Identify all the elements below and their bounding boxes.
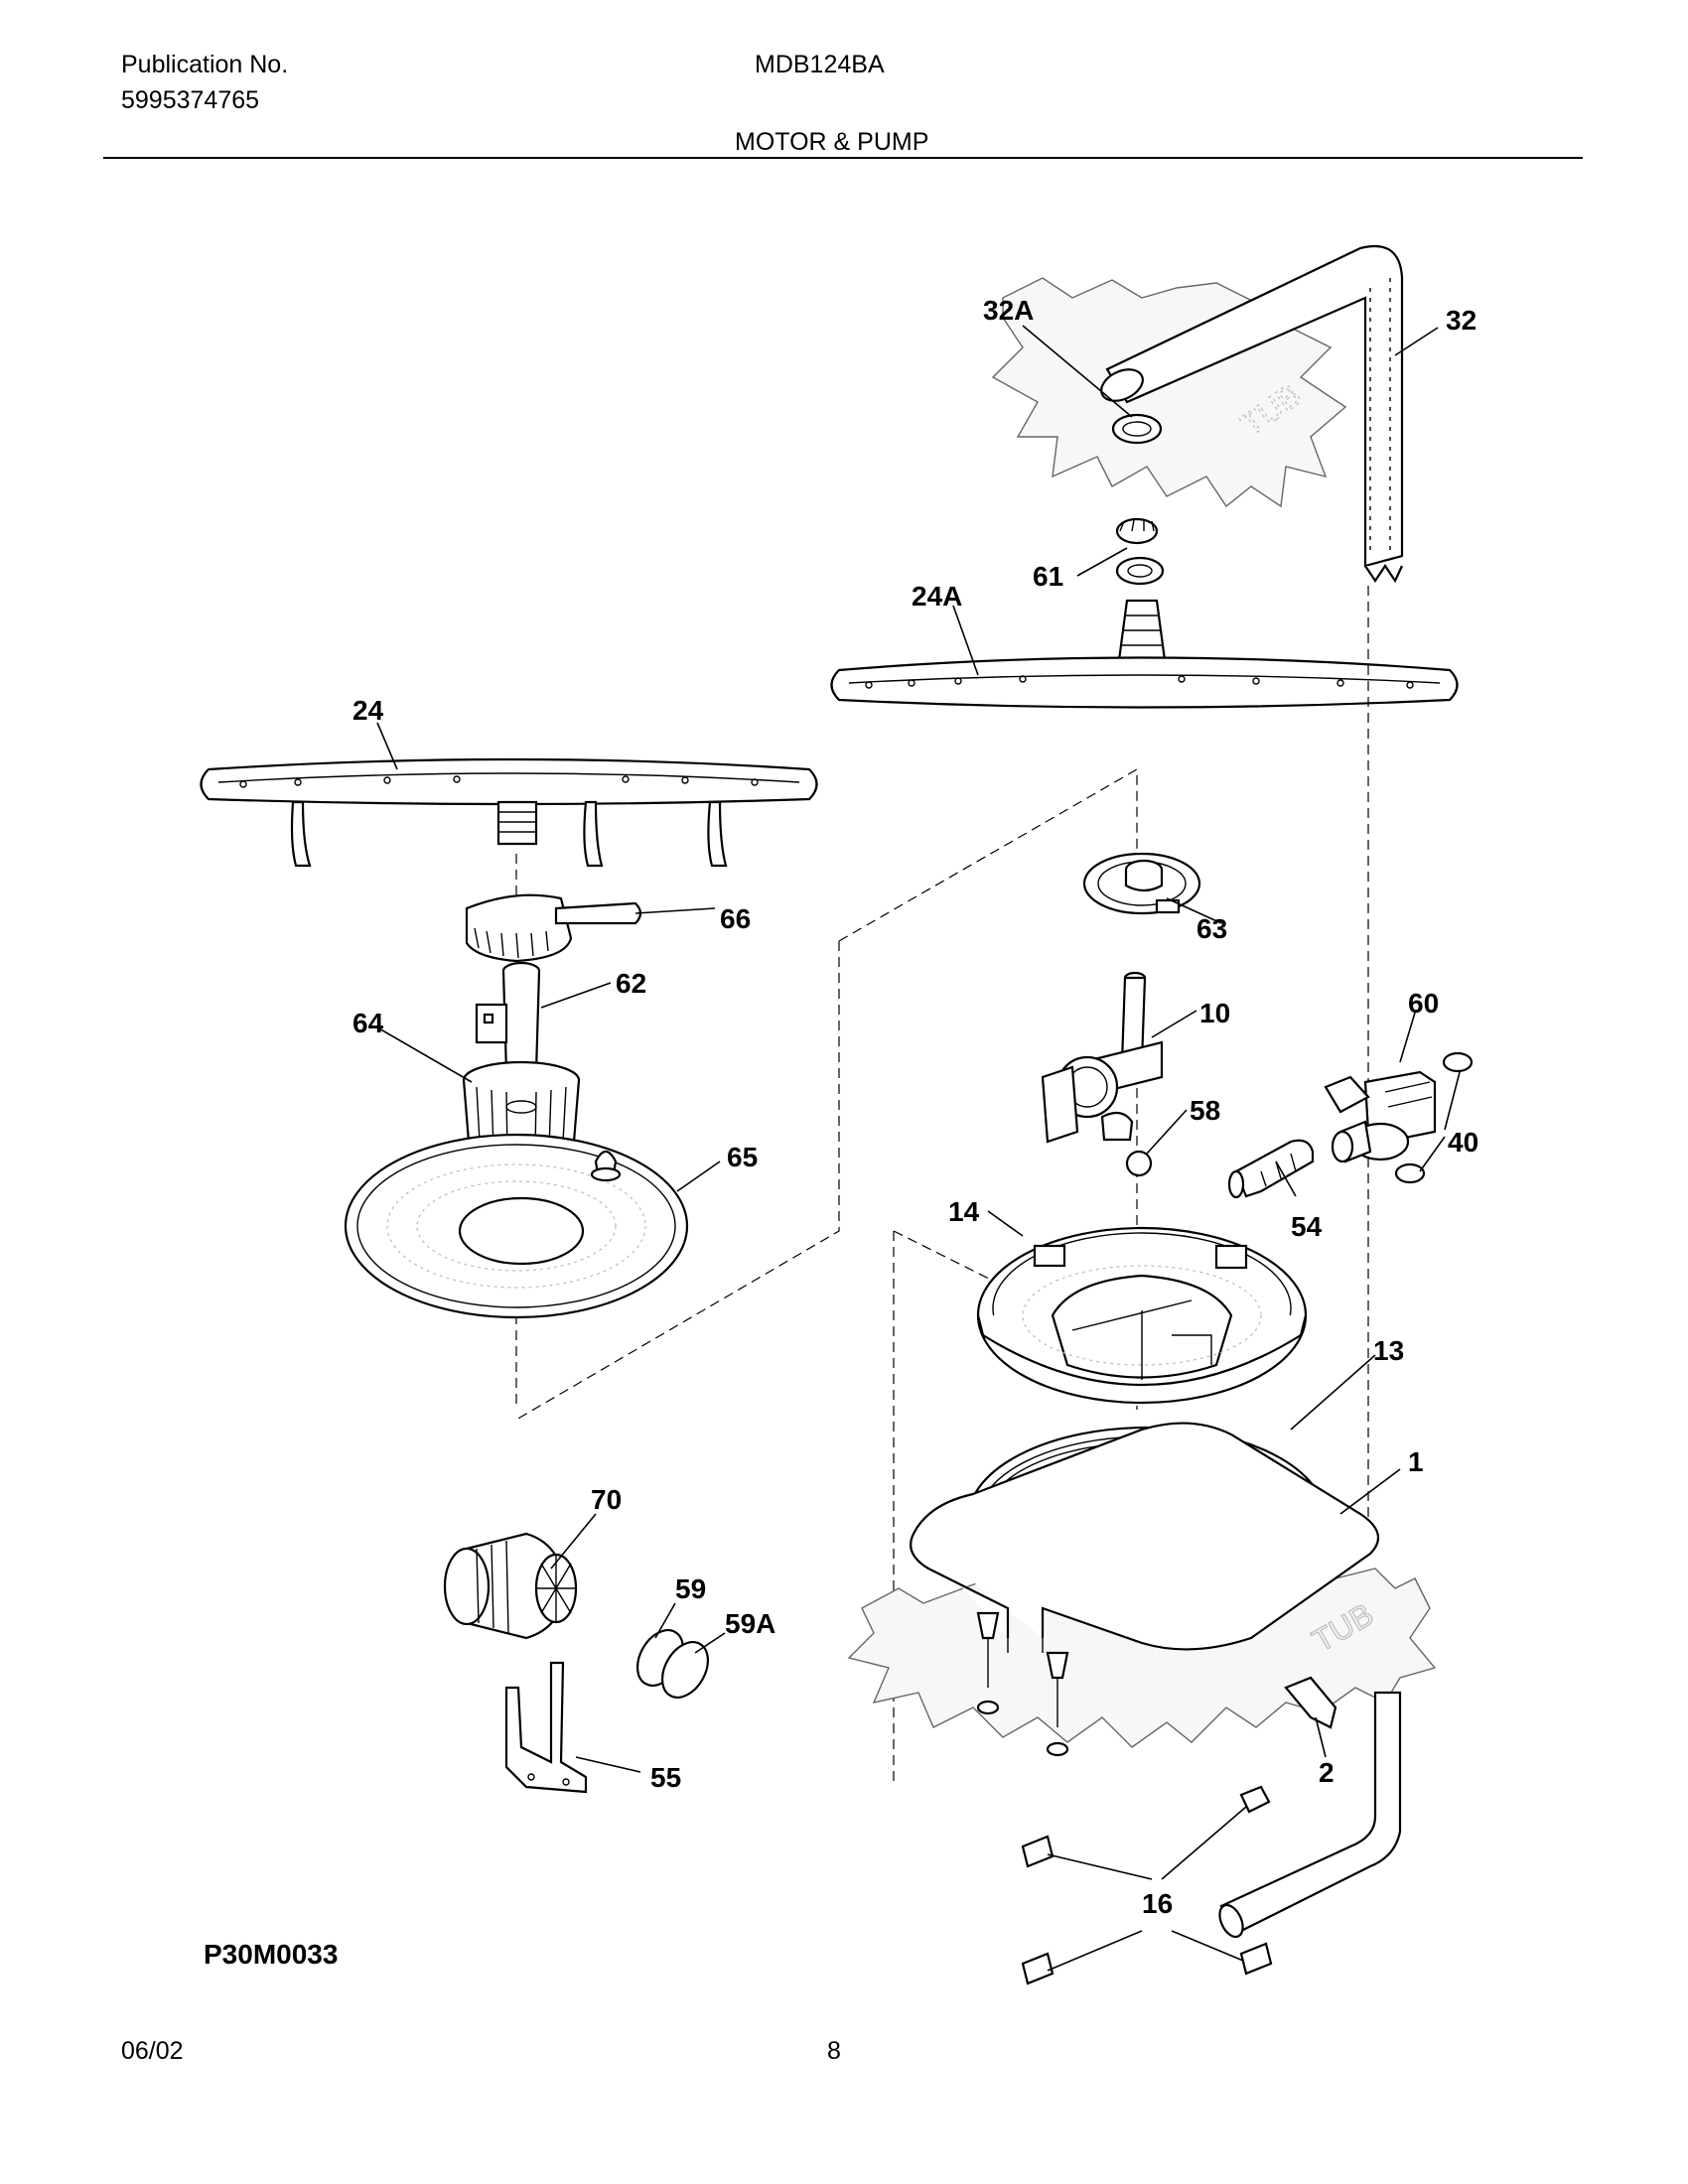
callout-40: 40 bbox=[1448, 1127, 1478, 1158]
footer-page-number: 8 bbox=[827, 2037, 841, 2065]
part-60-drain-pump bbox=[1324, 1070, 1437, 1163]
assembly-line-right bbox=[893, 586, 1369, 1787]
part-62-tube bbox=[475, 961, 541, 1074]
callout-24A: 24A bbox=[912, 581, 962, 612]
callout-labels: 32A 32 61 24A 24 66 63 62 64 10 60 58 40… bbox=[352, 295, 1478, 1919]
callout-32: 32 bbox=[1446, 305, 1477, 336]
figure-id: P30M0033 bbox=[204, 1939, 338, 1970]
part-55-bracket bbox=[504, 1661, 588, 1794]
callout-58: 58 bbox=[1190, 1095, 1220, 1126]
callout-10: 10 bbox=[1199, 998, 1230, 1028]
model-number: MDB124BA bbox=[755, 51, 885, 78]
part-63-cover bbox=[1082, 852, 1201, 915]
callout-60: 60 bbox=[1408, 988, 1439, 1019]
part-32-hose bbox=[1100, 244, 1404, 584]
part-70-motor bbox=[443, 1532, 578, 1640]
part-61-nut bbox=[1115, 517, 1165, 586]
part-64-filter-housing bbox=[462, 1060, 581, 1155]
footer-date: 06/02 bbox=[121, 2037, 184, 2065]
part-54-drain-hose bbox=[1227, 1139, 1315, 1199]
callout-32A: 32A bbox=[983, 295, 1034, 326]
publication-number: 5995374765 bbox=[121, 86, 260, 114]
part-10-diverter bbox=[1041, 971, 1164, 1144]
callout-66: 66 bbox=[720, 903, 751, 934]
callout-16: 16 bbox=[1142, 1888, 1173, 1919]
part-16-feet bbox=[1021, 1785, 1273, 1985]
header-rule bbox=[103, 157, 1583, 159]
part-2-clip bbox=[1284, 1676, 1337, 1729]
callout-62: 62 bbox=[616, 968, 646, 999]
part-59-o-rings bbox=[635, 1629, 710, 1699]
callout-65: 65 bbox=[727, 1142, 758, 1172]
part-1-heater bbox=[910, 1422, 1380, 1653]
callout-61: 61 bbox=[1033, 561, 1063, 592]
callout-1: 1 bbox=[1408, 1446, 1424, 1477]
part-32A-grommet bbox=[1111, 413, 1163, 445]
leader-lines bbox=[376, 325, 1461, 1972]
callout-24: 24 bbox=[352, 695, 384, 726]
callout-13: 13 bbox=[1373, 1335, 1404, 1366]
callout-59A: 59A bbox=[725, 1608, 775, 1639]
part-65-fine-filter bbox=[344, 1133, 689, 1319]
part-24A-upper-spray-arm bbox=[830, 599, 1459, 709]
callout-54: 54 bbox=[1291, 1211, 1323, 1242]
callout-14: 14 bbox=[948, 1196, 980, 1227]
part-24-lower-spray-arm bbox=[200, 757, 818, 868]
drain-hose-lower bbox=[1218, 1691, 1402, 1939]
part-66-chopper bbox=[465, 893, 642, 963]
part-14-sump bbox=[976, 1226, 1308, 1405]
callout-2: 2 bbox=[1319, 1757, 1335, 1788]
callout-55: 55 bbox=[650, 1762, 681, 1793]
callout-63: 63 bbox=[1196, 913, 1227, 944]
section-title: MOTOR & PUMP bbox=[735, 128, 929, 156]
publication-label: Publication No. bbox=[121, 51, 289, 78]
heater-screws bbox=[976, 1611, 1069, 1757]
part-58-ball bbox=[1125, 1150, 1153, 1177]
callout-70: 70 bbox=[591, 1484, 622, 1515]
callout-64: 64 bbox=[352, 1008, 384, 1038]
part-40-clamps bbox=[1394, 1051, 1474, 1184]
callout-59: 59 bbox=[675, 1573, 706, 1604]
